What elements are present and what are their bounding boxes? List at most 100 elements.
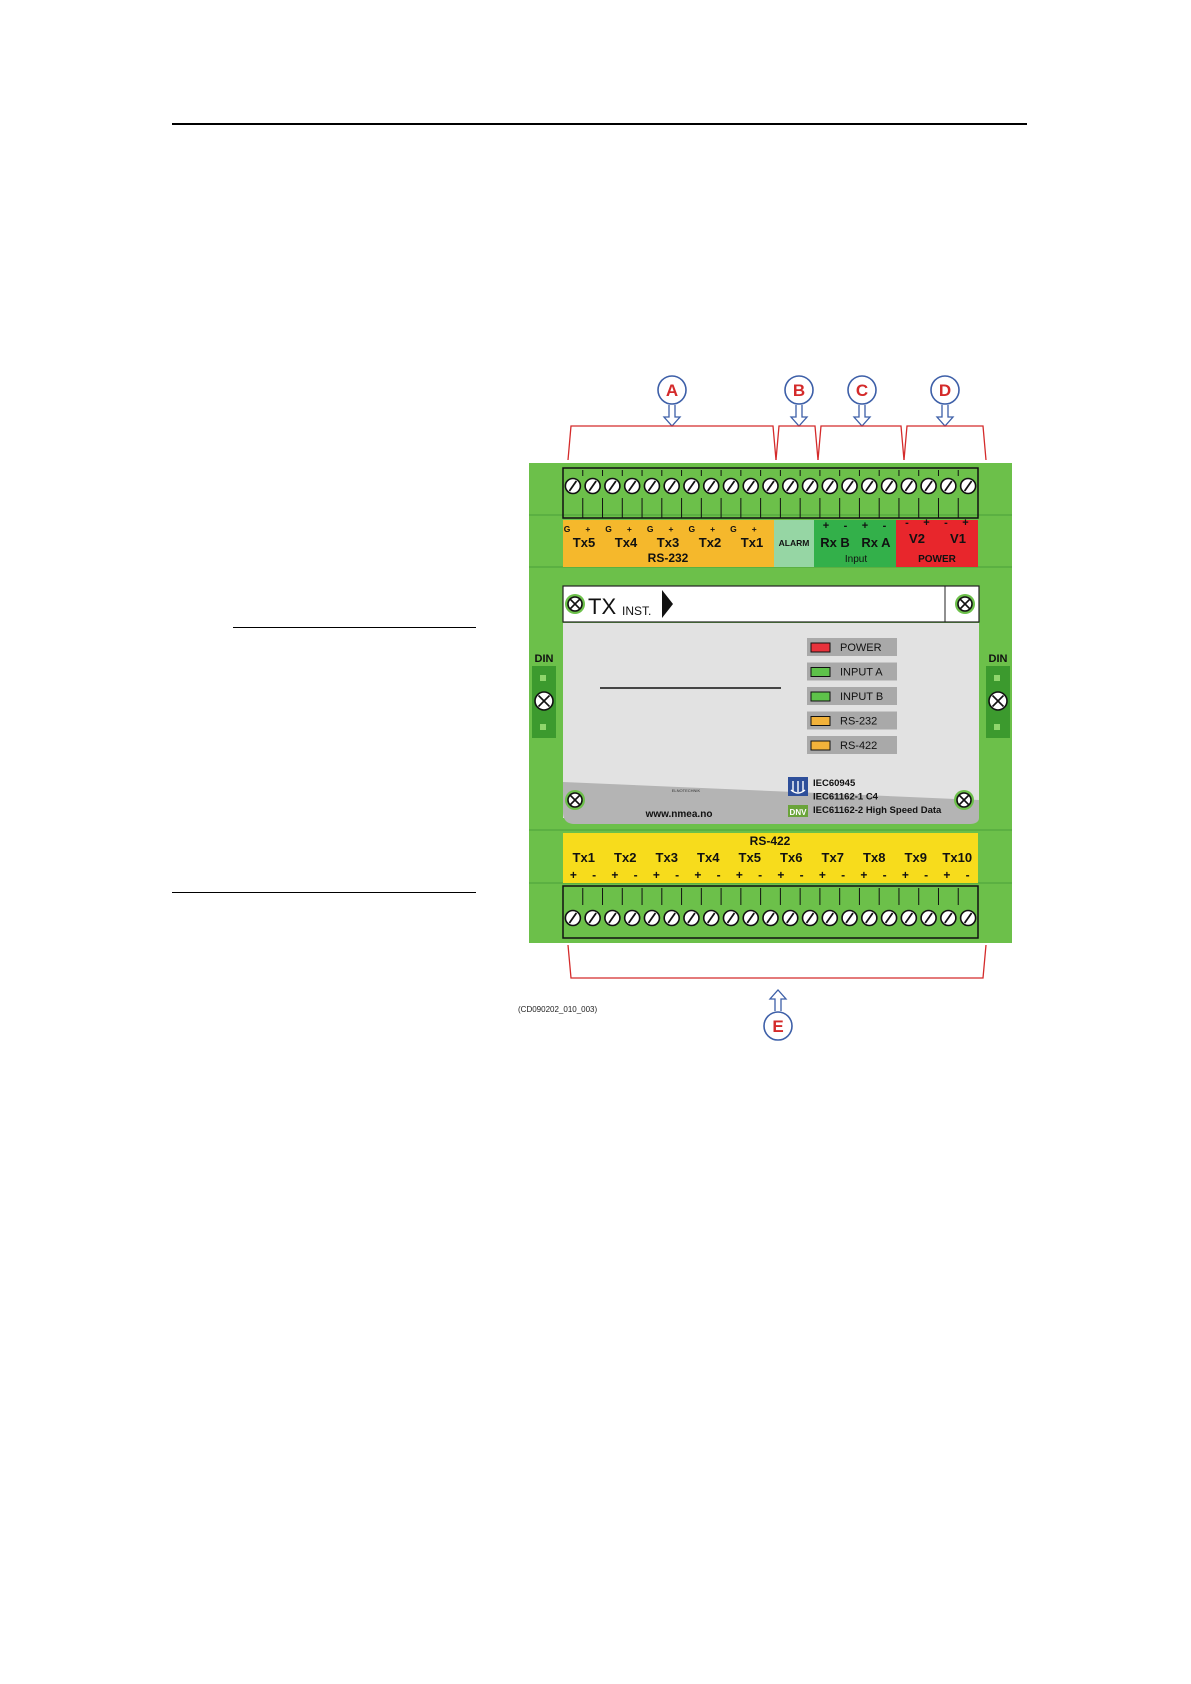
terminal-screw-icon	[604, 909, 621, 927]
power-pin-mark: -	[905, 517, 909, 529]
led-indicator: POWER	[807, 638, 897, 656]
input-channel-label: Rx B	[820, 535, 850, 550]
title-bar-screw-left	[565, 594, 585, 614]
power-group-label: POWER	[918, 554, 957, 565]
terminal-screw-icon	[604, 477, 621, 495]
rs422-label-group: RS-422Tx1+-Tx2+-Tx3+-Tx4+-Tx5+-Tx6+-Tx7+…	[570, 834, 972, 882]
rs422-channel-label: Tx8	[863, 850, 885, 865]
terminal-screw-icon	[821, 477, 839, 495]
callout-circle	[763, 1011, 793, 1041]
rs232-pin-mark: G	[730, 524, 737, 534]
terminal-screw-icon	[564, 909, 582, 927]
terminal-screw-icon	[722, 909, 740, 927]
title-sub: INST.	[622, 604, 651, 618]
terminal-screw-icon	[841, 477, 858, 495]
input-pin-mark: +	[862, 520, 868, 532]
down-arrow-icon	[789, 405, 809, 427]
terminal-screw-icon	[940, 477, 957, 495]
panel-swoosh	[563, 782, 979, 824]
led-label: POWER	[840, 642, 882, 654]
down-arrow-icon	[852, 405, 872, 427]
dnv-badge-text: DNV	[790, 808, 808, 817]
standard-text: IEC61162-1 C4	[813, 792, 879, 803]
rs232-pin-mark: +	[627, 524, 632, 534]
terminal-screw-icon	[959, 477, 977, 495]
figure-caption: (CD090202_010_003)	[518, 1005, 598, 1014]
panel-screw-right	[954, 790, 974, 810]
rs422-pin-mark: +	[570, 868, 577, 882]
rs232-channel-label: Tx5	[573, 535, 595, 550]
bottom-terminal-block	[562, 885, 979, 939]
led-label: INPUT A	[840, 667, 883, 679]
terminal-screw-icon	[781, 909, 799, 927]
rs232-pin-mark: G	[647, 524, 654, 534]
rs422-channel-label: Tx9	[905, 850, 927, 865]
terminal-screw-icon	[702, 909, 720, 927]
down-arrow-icon	[935, 405, 955, 427]
led-indicator: INPUT B	[807, 687, 897, 705]
rs422-pin-mark: -	[634, 868, 638, 882]
callout-b: B	[775, 375, 819, 461]
callout-d: D	[903, 375, 987, 461]
rs232-channel-label: Tx2	[699, 535, 721, 550]
callout-label: D	[939, 381, 951, 400]
callout-label: B	[793, 381, 805, 400]
rs422-channel-label: Tx1	[573, 850, 595, 865]
terminal-screw-icon	[742, 477, 760, 495]
rs422-pin-mark: -	[966, 868, 970, 882]
panel-screw-left	[565, 790, 585, 810]
down-arrow-icon	[662, 405, 682, 427]
rs422-zone	[563, 833, 978, 883]
din-clip-right: DIN	[986, 653, 1010, 738]
rs422-pin-mark: -	[800, 868, 804, 882]
rs422-pin-mark: -	[841, 868, 845, 882]
terminal-screw-icon	[584, 909, 601, 927]
terminal-screw-icon	[584, 477, 601, 495]
input-group-label: Input	[845, 554, 867, 565]
callout-bracket	[817, 425, 905, 461]
terminal-screw-icon	[900, 477, 918, 495]
callout-circle	[784, 375, 814, 405]
alarm-zone	[774, 520, 814, 567]
rs422-pin-mark: +	[777, 868, 784, 882]
rs422-pin-mark: -	[924, 868, 928, 882]
terminal-screw-icon	[959, 909, 977, 927]
callout-c: C	[817, 375, 905, 461]
rs422-pin-mark: +	[736, 868, 743, 882]
input-pin-mark: +	[823, 520, 829, 532]
terminal-screw-icon	[663, 477, 680, 495]
callout-bracket	[775, 425, 819, 461]
rs422-pin-mark: +	[611, 868, 618, 882]
terminal-screw-icon	[762, 477, 779, 495]
rs232-pin-mark: +	[752, 524, 757, 534]
rs422-pin-mark: +	[694, 868, 701, 882]
led-label: RS-232	[840, 716, 877, 728]
terminal-screw-icon	[702, 477, 720, 495]
rs422-pin-mark: +	[943, 868, 950, 882]
alarm-label: ALARM	[779, 538, 810, 548]
rs422-channel-label: Tx2	[614, 850, 636, 865]
rs422-pin-mark: -	[883, 868, 887, 882]
title-bar-screw-right	[955, 594, 975, 614]
margin-rule-1	[233, 627, 476, 628]
top-terminal-block	[562, 467, 979, 519]
terminal-screw-icon	[643, 909, 661, 927]
callout-circle	[657, 375, 687, 405]
power-pin-mark: +	[962, 517, 968, 529]
dnv-badge	[788, 805, 808, 817]
terminal-screw-icon	[861, 477, 878, 495]
rs422-channel-label: Tx7	[822, 850, 844, 865]
callout-circle	[930, 375, 960, 405]
rs422-channel-label: Tx6	[780, 850, 802, 865]
rs422-pin-mark: -	[717, 868, 721, 882]
terminal-screw-icon	[643, 477, 661, 495]
din-label-right: DIN	[989, 653, 1008, 665]
rs422-pin-mark: +	[902, 868, 909, 882]
power-zone	[896, 520, 978, 567]
standard-text: IEC60945	[813, 778, 856, 789]
rs232-pin-mark: G	[564, 524, 571, 534]
terminal-screw-icon	[880, 909, 898, 927]
standard-text: IEC61162-2 High Speed Data	[813, 805, 942, 816]
